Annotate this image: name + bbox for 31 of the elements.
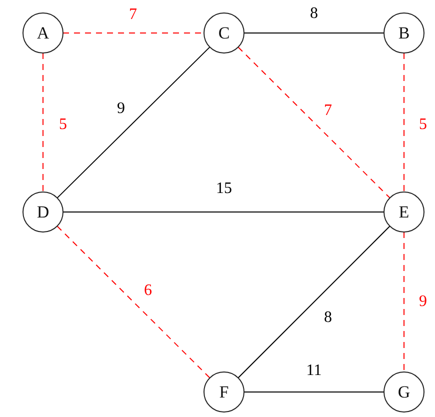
edge-line [56,226,210,378]
edge-weight: 5 [59,117,67,133]
vertex-circle [204,12,244,54]
edge-line [56,46,210,198]
edge-weight: 11 [306,363,322,379]
edge-line [238,226,390,378]
edge-weight: 9 [419,294,427,310]
edge-weight: 9 [117,101,125,117]
edge-weight: 6 [144,283,152,299]
vertex-circle [204,372,244,412]
edge-weight: 8 [310,6,318,22]
edge-line [244,32,384,34]
vertex-circle [22,192,64,232]
edge-weight: 7 [324,103,332,119]
vertex-label: B [398,24,410,42]
edge-weight: 7 [129,7,137,23]
vertex-label: E [398,204,410,220]
vertex-label: G [398,384,410,400]
edge-line [238,46,390,198]
edge-weight: 15 [216,181,232,197]
vertex-circle [384,12,424,54]
vertex-label: C [218,24,230,42]
edge-weight: 8 [324,310,332,326]
edge-weight: 5 [419,117,427,133]
vertex-circle [384,372,424,412]
edge-line [42,52,44,192]
vertex-circle [22,12,64,54]
vertex-label: A [36,24,50,42]
vertex-circle [384,192,424,232]
vertex-label: D [36,204,50,220]
vertex-label: F [219,384,229,400]
